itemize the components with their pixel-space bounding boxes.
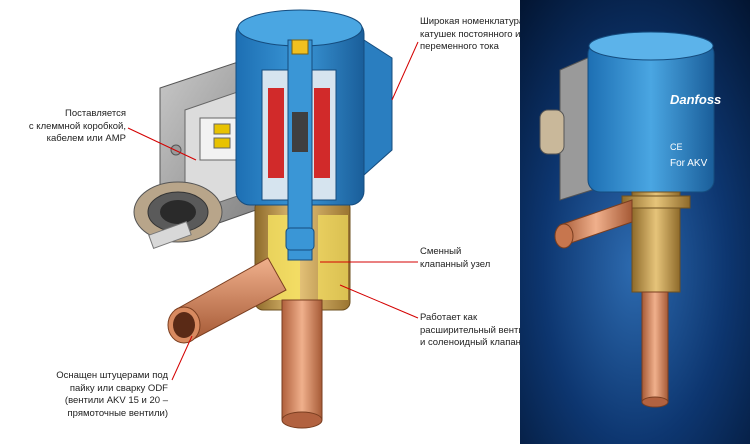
valve-cutaway-illustration [127, 9, 419, 429]
photo-brand-text: Danfoss [670, 92, 721, 107]
inlet-pipe [167, 257, 287, 344]
leader-lines [127, 41, 419, 381]
label-coil: Широкая номенклатура катушек постоянного… [420, 16, 525, 52]
leader-terminal [127, 127, 197, 161]
photo-ce-mark: CE [670, 142, 683, 152]
leader-fittings [171, 335, 193, 381]
label-function: Работает как расширительный вентиль и со… [420, 312, 535, 348]
coil [235, 9, 393, 261]
product-photo: Danfoss CE For AKV [520, 0, 750, 444]
leader-function [339, 284, 419, 319]
cable-gland [133, 181, 223, 250]
product-photo-svg: Danfoss CE For AKV [520, 0, 750, 444]
photo-model-text: For AKV [670, 158, 708, 169]
leader-coil [391, 41, 419, 101]
label-terminal: Поставляется с клеммной коробкой, кабеле… [28, 108, 126, 144]
label-fittings: Оснащен штуцерами под пайку или сварку O… [56, 370, 168, 419]
outlet-pipe [281, 299, 323, 429]
label-valve-unit: Сменный клапанный узел [420, 246, 491, 270]
